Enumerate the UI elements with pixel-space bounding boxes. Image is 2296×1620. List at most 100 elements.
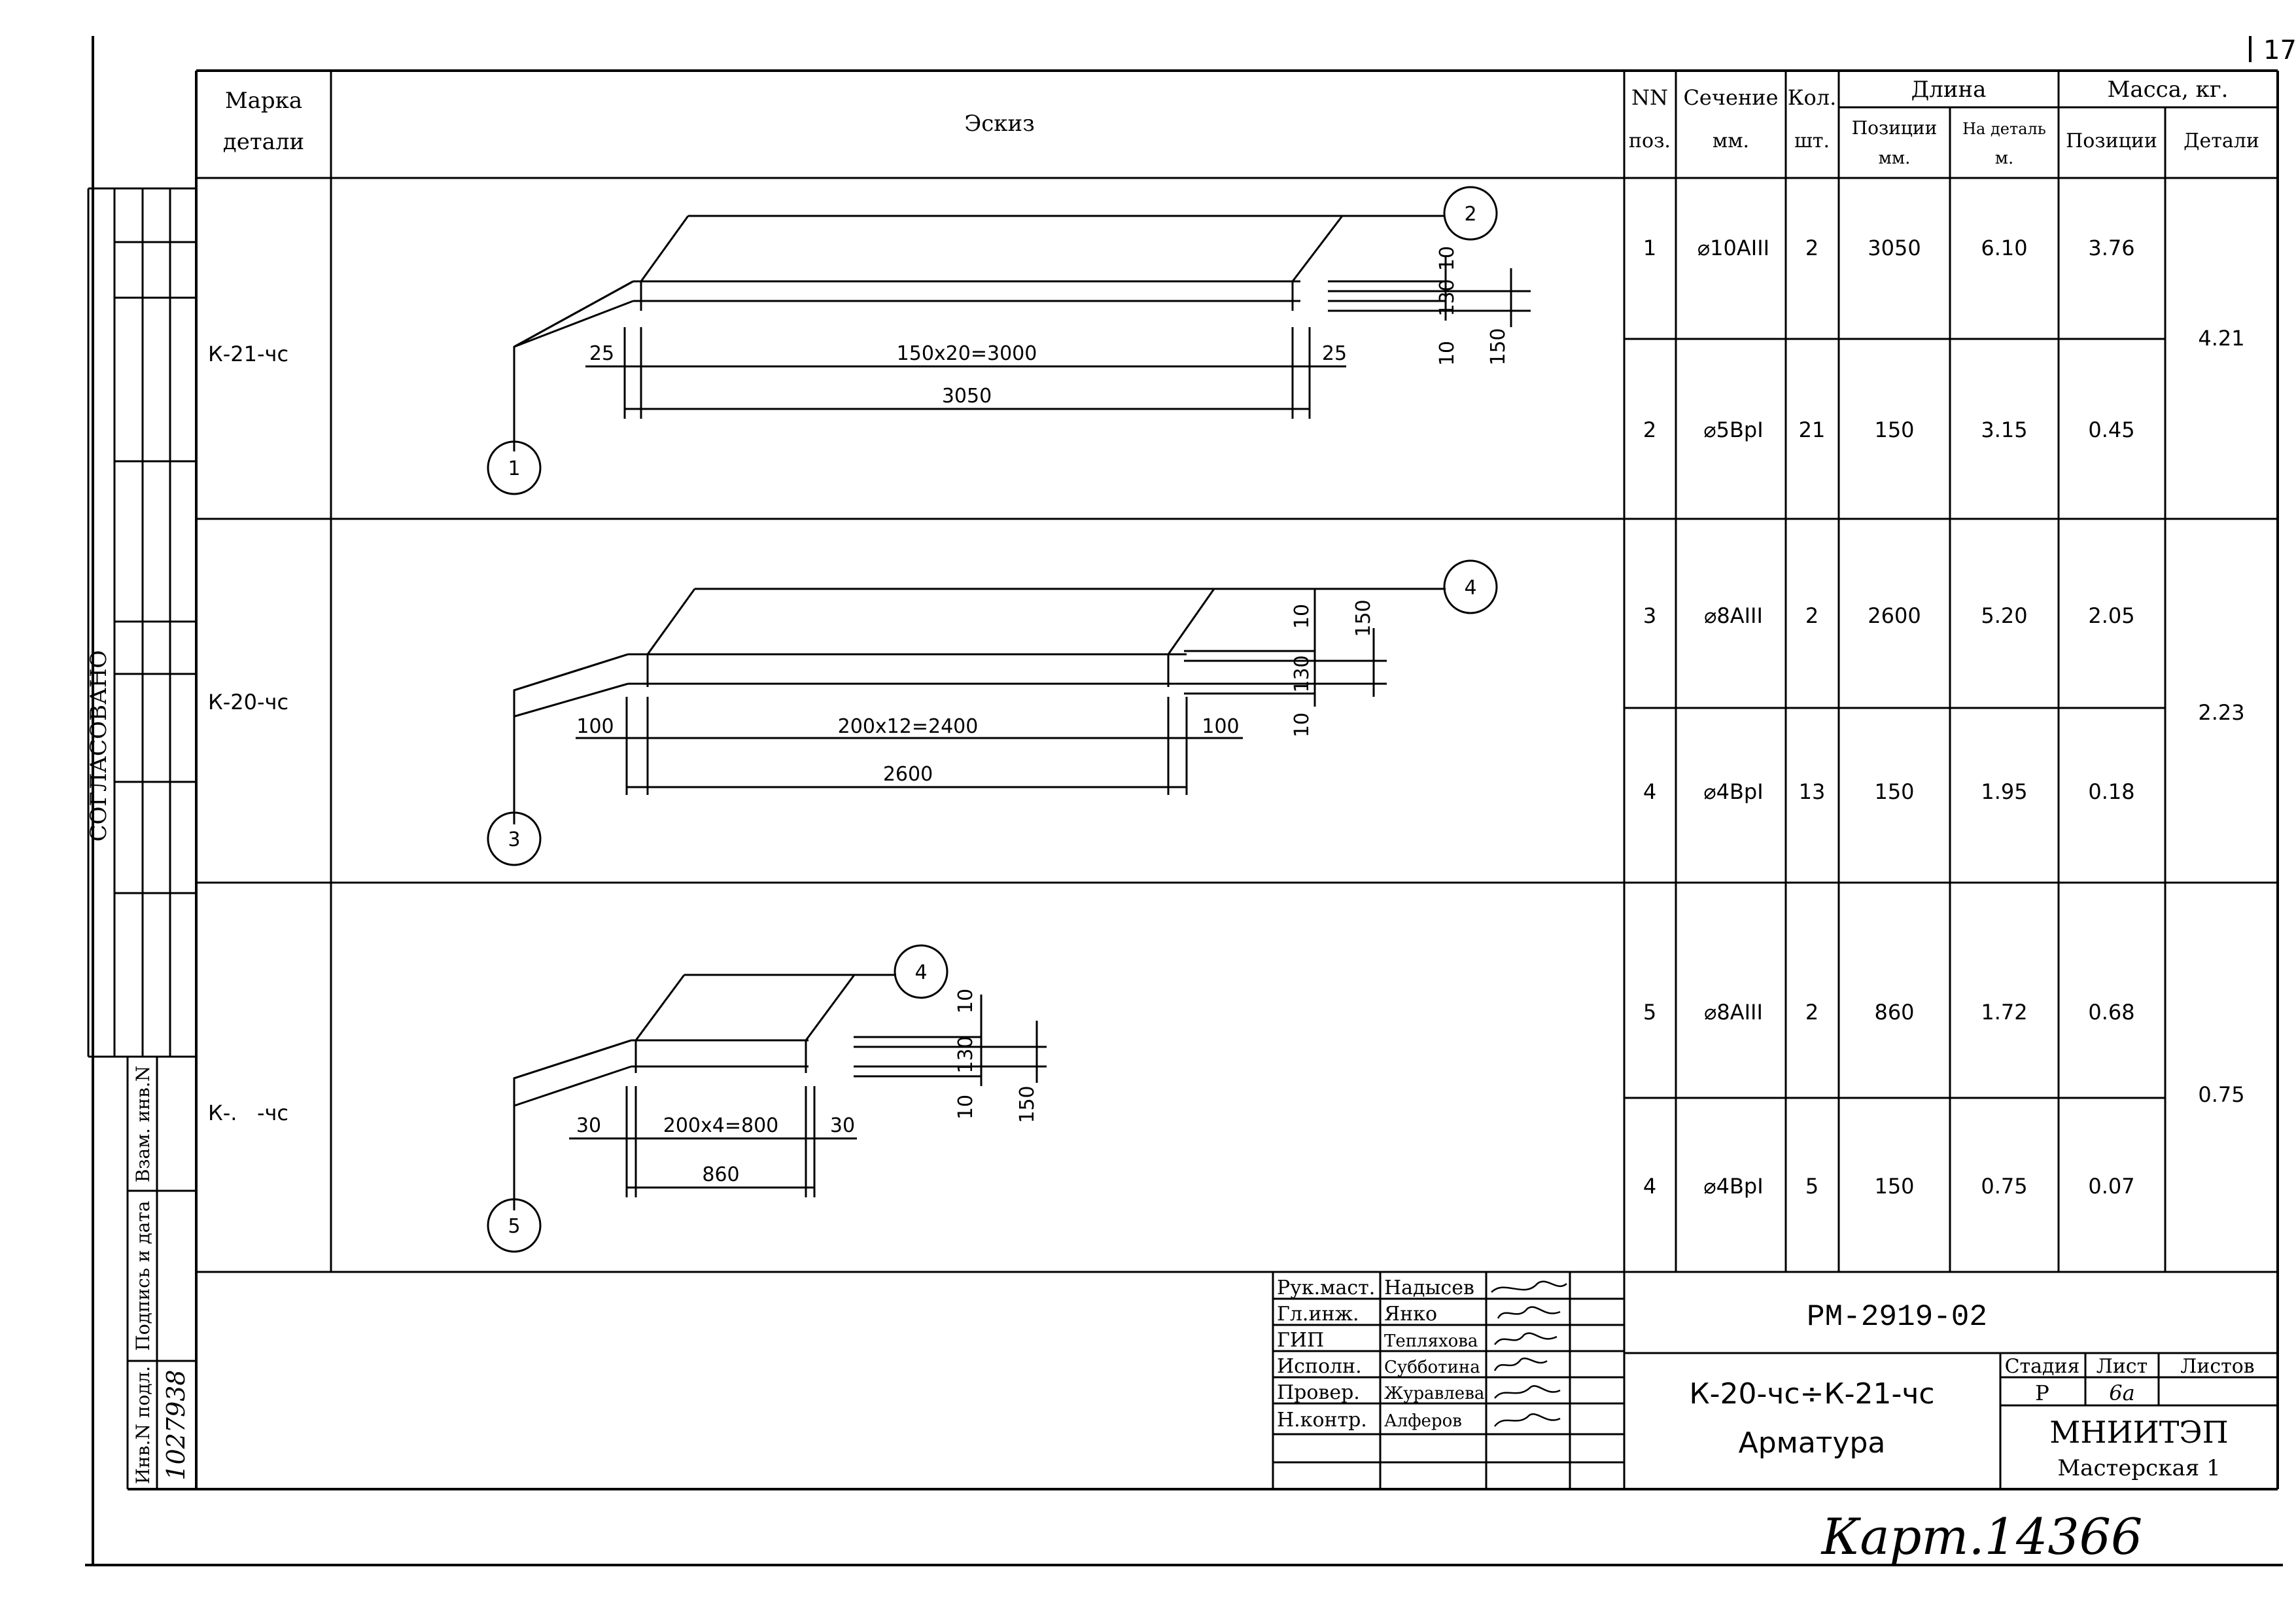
tb-name: Субботина	[1384, 1358, 1480, 1377]
sketch-k20: 4 3 100 200x12=2400 100 2600 10 130 10 1…	[487, 559, 1498, 866]
sheet-label: Лист	[2096, 1355, 2148, 1378]
callout-circle	[487, 811, 542, 866]
detail-mark-2: К-20-чс	[208, 690, 288, 714]
callout-label: 4	[914, 961, 927, 984]
sheets-label: Листов	[2180, 1355, 2254, 1378]
header-length-detail-line1: На деталь	[1962, 120, 2046, 138]
row-pos: 2	[1643, 417, 1656, 442]
row-mass-pos: 2.05	[2088, 603, 2134, 628]
dim-v-top: 10	[1436, 246, 1459, 271]
header-pos-line2: поз.	[1629, 130, 1671, 152]
header-mark-line2: детали	[223, 129, 304, 155]
dim-end-right: 25	[1322, 342, 1347, 365]
detail-mass: 0.75	[2198, 1082, 2244, 1107]
dim-v-total: 150	[1352, 599, 1375, 637]
row-pos: 4	[1643, 1174, 1656, 1199]
sketch-k-small: 4 5 30 200x4=800 30 860 10 130 10 150	[487, 944, 1047, 1253]
header-sketch: Эскиз	[964, 111, 1035, 137]
row-len-pos: 2600	[1868, 603, 1921, 628]
dim-v-total: 150	[1016, 1085, 1039, 1123]
page-number: 178	[2263, 35, 2296, 65]
stamp-inv-number: 1027938	[162, 1369, 190, 1480]
dim-end-right: 30	[830, 1114, 855, 1137]
detail-mark-3: К-. -чс	[208, 1101, 288, 1125]
callout-circle	[487, 1198, 542, 1253]
stamp-inv-label: Инв.N подл.	[132, 1366, 154, 1485]
header-mark-line1: Марка	[225, 88, 302, 114]
sheet-frame	[85, 36, 2283, 1566]
detail-mark-1: К-21-чс	[208, 342, 288, 366]
tb-name: Журавлева	[1384, 1384, 1484, 1403]
dim-end-left: 30	[576, 1114, 601, 1137]
handwritten-note: Карт.14366	[1820, 1507, 2143, 1566]
header-pos-line1: NN	[1631, 85, 1668, 110]
row-section: ⌀10AIII	[1697, 236, 1769, 260]
row-len-detail: 1.72	[1981, 1000, 2027, 1025]
dim-v-bot: 10	[954, 1095, 977, 1119]
row-pos: 5	[1643, 1000, 1656, 1025]
header-qty-line2: шт.	[1794, 130, 1830, 152]
callout-circle	[1443, 559, 1498, 614]
row-pos: 1	[1643, 236, 1656, 260]
dim-v-total: 150	[1487, 328, 1510, 365]
callout-label: 4	[1464, 576, 1476, 599]
stage-value: Р	[2035, 1381, 2049, 1405]
header-length: Длина	[1911, 77, 1987, 103]
table-header: Марка детали Эскиз NN поз. Сечение мм. К…	[223, 77, 2259, 168]
stamp-approved: СОГЛАСОВАНО	[86, 650, 112, 842]
row-len-detail: 6.10	[1981, 236, 2027, 260]
dim-end-left: 25	[589, 342, 614, 365]
header-length-pos-line2: мм.	[1879, 149, 1911, 168]
header-section-line2: мм.	[1713, 130, 1749, 152]
tb-role: Рук.маст.	[1277, 1277, 1375, 1299]
dim-v-top: 10	[954, 989, 977, 1013]
row-section: ⌀4BpI	[1703, 1174, 1763, 1199]
row-mass-pos: 0.68	[2088, 1000, 2134, 1025]
dim-v-mid: 130	[1436, 279, 1459, 316]
tb-role: Исполн.	[1277, 1355, 1362, 1378]
header-length-pos-line1: Позиции	[1852, 117, 1938, 139]
row-section: ⌀5BpI	[1703, 417, 1763, 442]
header-mass: Масса, кг.	[2108, 77, 2229, 103]
dim-v-top: 10	[1291, 604, 1313, 629]
callout-label: 2	[1464, 203, 1476, 226]
row-len-pos: 860	[1874, 1000, 1914, 1025]
callout-label: 3	[508, 828, 520, 851]
header-mass-detail: Детали	[2183, 130, 2259, 152]
row-qty: 2	[1805, 1000, 1818, 1025]
header-section-line1: Сечение	[1683, 85, 1778, 110]
stage-label: Стадия	[2005, 1355, 2080, 1378]
tb-role: Провер.	[1277, 1381, 1360, 1404]
doc-title-line2: Арматура	[1739, 1426, 1886, 1460]
row-mass-pos: 3.76	[2088, 236, 2134, 260]
callout-circle	[1443, 186, 1498, 241]
dim-v-mid: 130	[1291, 655, 1313, 692]
title-block: Рук.маст. Надысев Гл.инж. Янко ГИП Тепля…	[1272, 1272, 2278, 1489]
dim-v-bot: 10	[1436, 341, 1459, 366]
callout-label: 1	[508, 457, 520, 480]
row-len-detail: 0.75	[1981, 1174, 2027, 1199]
row-qty: 5	[1805, 1174, 1818, 1199]
row-qty: 21	[1799, 417, 1826, 442]
detail-mass: 2.23	[2198, 700, 2244, 725]
dim-middle: 150x20=3000	[897, 342, 1037, 365]
dim-total: 3050	[942, 385, 992, 408]
tb-name: Тепляхова	[1384, 1331, 1478, 1351]
row-section: ⌀8AIII	[1704, 603, 1763, 628]
row-pos: 3	[1643, 603, 1656, 628]
stamp-replace-label: Взам. инв.N	[132, 1066, 154, 1183]
row-len-pos: 150	[1874, 417, 1914, 442]
tb-name: Янко	[1384, 1303, 1437, 1326]
doc-code: РМ-2919-02	[1807, 1300, 1987, 1334]
row-qty: 13	[1799, 779, 1826, 804]
spec-rows: 1 ⌀10AIII 2 3050 6.10 3.76 2 ⌀5BpI 21 15…	[1643, 236, 2135, 1199]
doc-title-line1: К-20-чс÷К-21-чс	[1689, 1377, 1934, 1411]
row-len-pos: 150	[1874, 1174, 1914, 1199]
side-stamp: СОГЛАСОВАНО Инв.N подл. Подпись и дата В…	[86, 187, 196, 1489]
stamp-sign-label: Подпись и дата	[132, 1201, 154, 1350]
org-name: МНИИТЭП	[2049, 1415, 2228, 1450]
dim-end-left: 100	[576, 715, 614, 738]
row-len-pos: 150	[1874, 779, 1914, 804]
header-length-detail-line2: м.	[1995, 149, 2014, 168]
